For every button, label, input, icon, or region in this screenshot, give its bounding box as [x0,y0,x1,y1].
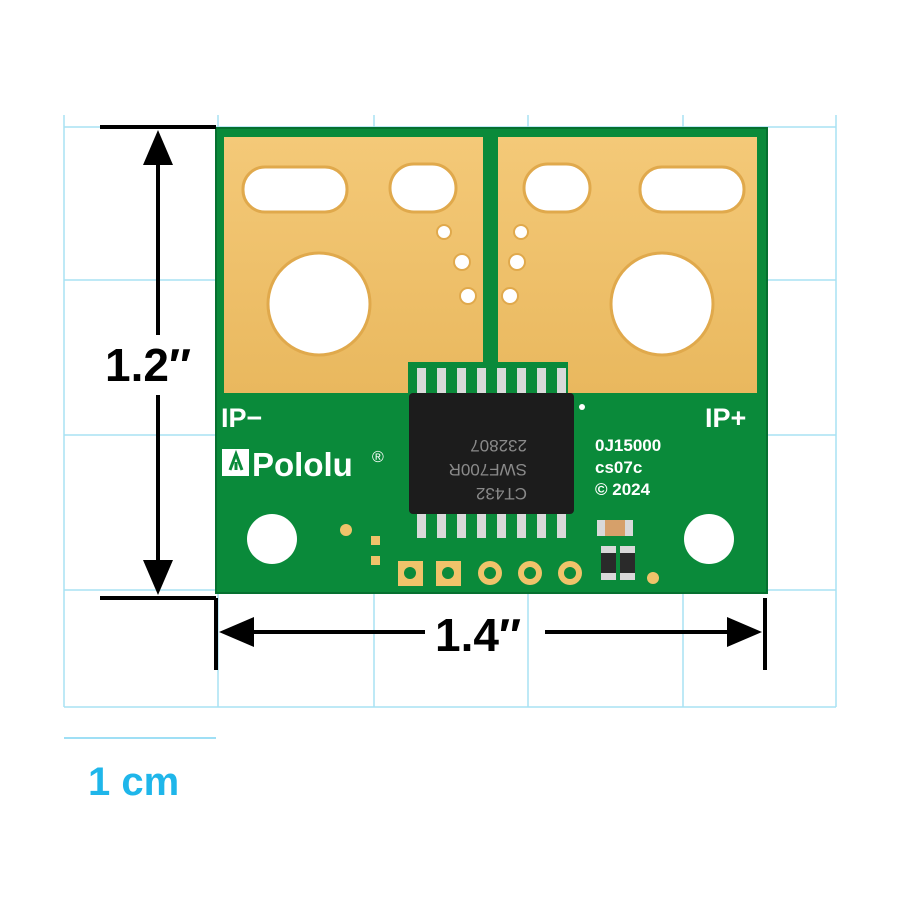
pololu-logo: Pololu ® [222,446,384,483]
slot-hole [388,162,458,214]
chip-pins-top [417,368,566,398]
slot-hole [522,162,592,214]
copyright: © 2024 [595,480,651,499]
brand-name: Pololu [252,446,353,483]
revision-code: cs07c [595,458,642,477]
pcb-board: CT432 SWF700R 232807 IP− IP+ Pololu ® 0J… [215,127,768,594]
registered-mark: ® [372,449,384,466]
width-label: 1.4″ [435,609,521,661]
height-label: 1.2″ [105,339,191,391]
pad-label-ip-minus: IP− [221,403,262,433]
capacitor [597,520,633,536]
slot-hole [241,165,349,214]
resistor [601,546,616,580]
via-holes [436,224,529,305]
mount-hole [609,251,715,357]
ic-chip [409,393,574,514]
header-pads [398,561,582,586]
smd-pad [371,536,380,545]
smd-pad [371,556,380,565]
chip-pins-bottom [417,508,566,538]
mount-hole-bottom-left [247,514,297,564]
scale-bar [64,737,216,739]
height-dimension [100,125,216,600]
mount-hole [266,251,372,357]
via-pad [647,572,659,584]
via-pad [340,524,352,536]
pin1-dot [579,404,585,410]
width-dimension [214,598,767,670]
chip-marking-line2: SWF700R [449,460,527,479]
resistor [620,546,635,580]
mount-hole-bottom-right [684,514,734,564]
scale-label: 1 cm [88,760,180,804]
chip-marking-line1: CT432 [476,484,527,503]
slot-hole [638,165,746,214]
chip-marking-line3: 232807 [470,436,527,455]
chip-marking: CT432 SWF700R 232807 [449,436,527,503]
part-number: 0J15000 [595,436,661,455]
pad-label-ip-plus: IP+ [705,403,746,433]
